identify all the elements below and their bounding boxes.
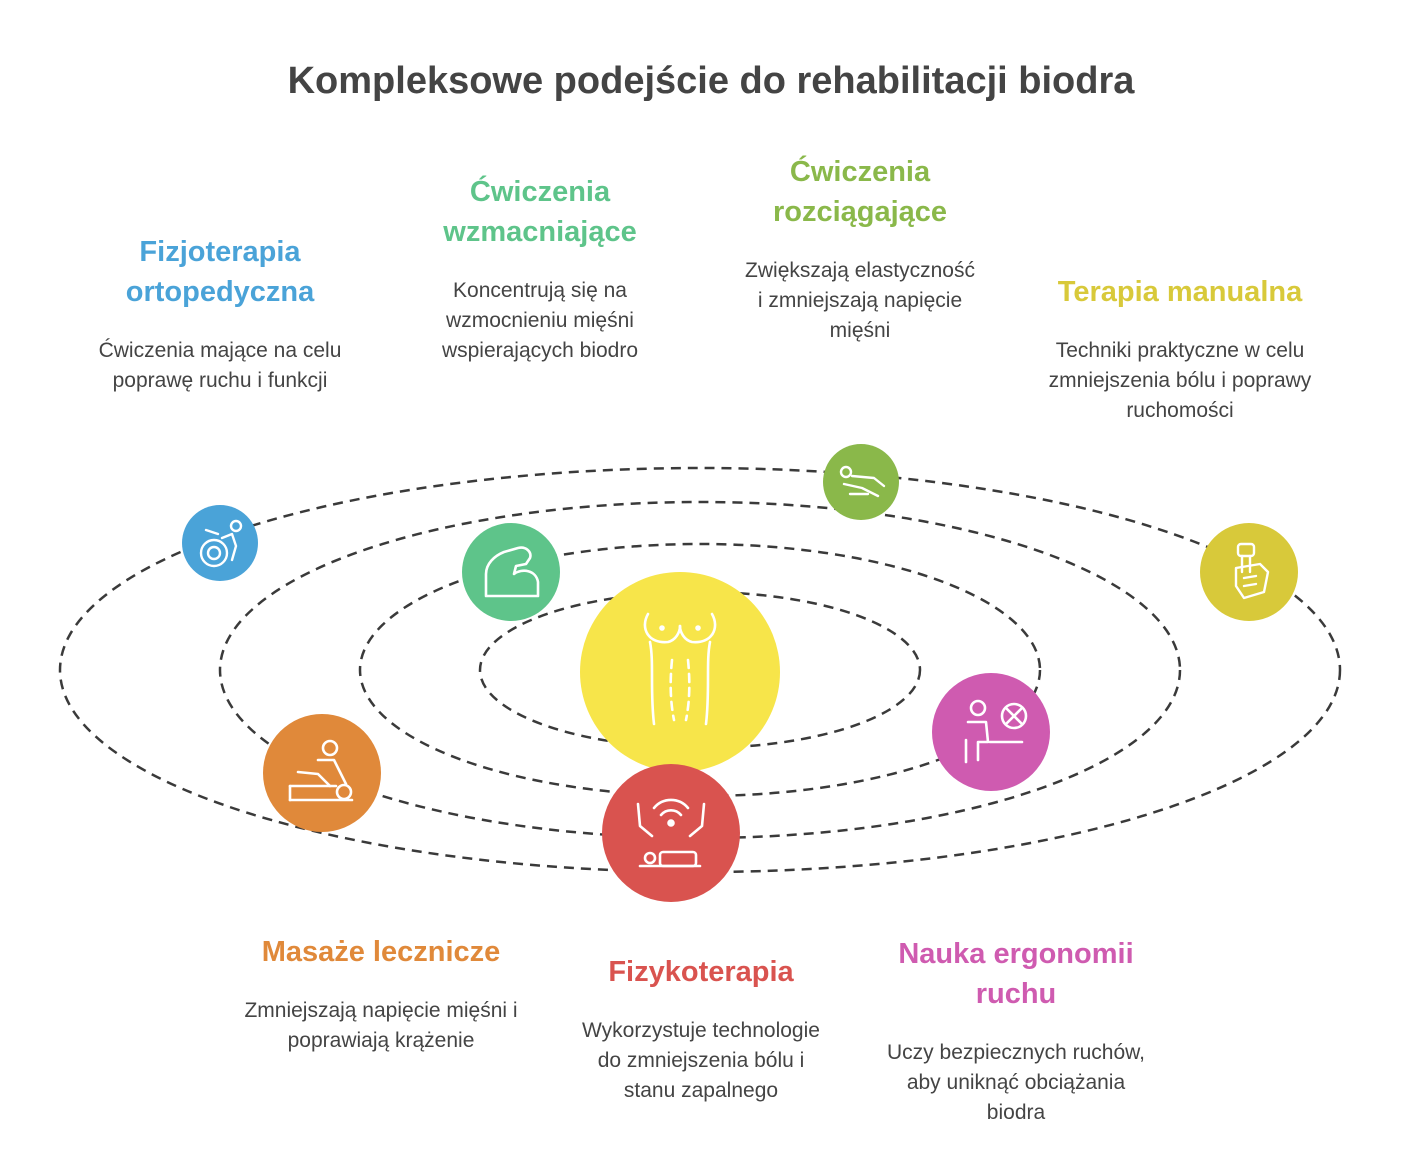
node-wzmacniajace-circle (462, 523, 560, 621)
hip-body-icon (643, 612, 717, 726)
node-ergonomia (932, 673, 1050, 791)
label-fizjoterapia-desc: Ćwiczenia mające na celu poprawę ruchu i… (98, 339, 342, 392)
label-rozciagajace-title: Ćwiczenia rozciągające (772, 156, 948, 228)
node-fizjoterapia-circle (182, 505, 258, 581)
label-rozciagajace-desc: Zwiększają elastyczność i zmniejszają na… (745, 259, 975, 342)
bicep-arm-icon (484, 546, 540, 598)
therapy-device-icon (636, 798, 706, 868)
label-ergonomia-desc: Uczy bezpiecznych ruchów, aby uniknąć ob… (887, 1041, 1145, 1124)
label-manualna-desc: Techniki praktyczne w celu zmniejszenia … (1048, 339, 1312, 422)
label-wzmacniajace: Ćwiczenia wzmacniające Koncentrują się n… (412, 172, 668, 366)
label-manualna-title: Terapia manualna (1057, 276, 1303, 308)
node-masaze (263, 714, 381, 832)
label-wzmacniajace-title: Ćwiczenia wzmacniające (443, 176, 637, 248)
label-fizjoterapia: Fizjoterapia ortopedyczna Ćwiczenia mają… (90, 232, 350, 396)
stretching-person-icon (839, 465, 886, 498)
center-node (580, 572, 780, 772)
node-manualna (1200, 523, 1298, 621)
node-rozciagajace (823, 444, 899, 520)
label-manualna: Terapia manualna Techniki praktyczne w c… (1030, 272, 1330, 426)
label-masaze: Masaże lecznicze Zmniejszają napięcie mi… (236, 932, 526, 1056)
orbit-3 (218, 500, 1182, 840)
ergonomic-posture-icon (964, 699, 1028, 764)
massage-table-icon (288, 739, 354, 802)
label-masaze-desc: Zmniejszają napięcie mięśni i poprawiają… (244, 999, 518, 1052)
hand-massage-tool-icon (1234, 542, 1270, 600)
node-fizykoterapia (602, 764, 740, 902)
label-fizjoterapia-title: Fizjoterapia ortopedyczna (125, 236, 315, 308)
node-masaze-circle (263, 714, 381, 832)
label-fizykoterapia: Fizykoterapia Wykorzystuje technologie d… (578, 952, 824, 1106)
node-rozciagajace-circle (823, 444, 899, 520)
node-fizykoterapia-circle (602, 764, 740, 902)
label-wzmacniajace-desc: Koncentrują się na wzmocnieniu mięśni ws… (441, 279, 639, 362)
label-ergonomia-title: Nauka ergonomii ruchu (898, 938, 1134, 1010)
node-wzmacniajace (462, 523, 560, 621)
label-ergonomia: Nauka ergonomii ruchu Uczy bezpiecznych … (880, 934, 1152, 1128)
center-circle (580, 572, 780, 772)
orbit-2 (358, 542, 1042, 798)
wheelchair-exercise-icon (199, 519, 243, 568)
label-fizykoterapia-title: Fizykoterapia (608, 956, 794, 988)
node-fizjoterapia (182, 505, 258, 581)
page-title: Kompleksowe podejście do rehabilitacji b… (287, 60, 1135, 102)
label-masaze-title: Masaże lecznicze (261, 936, 501, 968)
label-fizykoterapia-desc: Wykorzystuje technologie do zmniejszenia… (582, 1019, 820, 1102)
label-rozciagajace: Ćwiczenia rozciągające Zwiększają elasty… (740, 152, 980, 346)
node-ergonomia-circle (932, 673, 1050, 791)
